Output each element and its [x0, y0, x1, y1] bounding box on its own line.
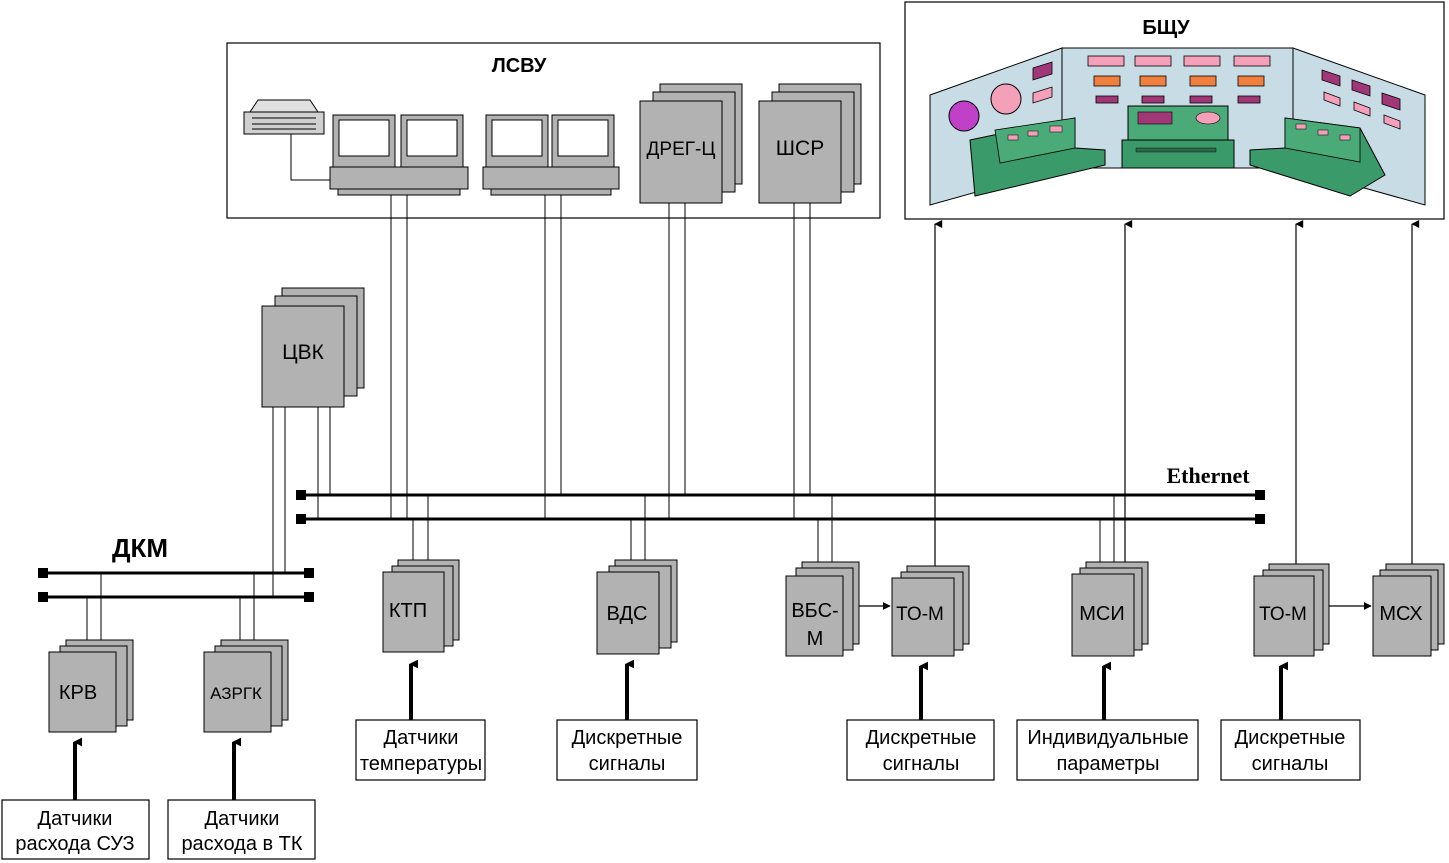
- source-ktp: Датчики температуры: [355, 719, 486, 781]
- bshu-group: БЩУ: [904, 1, 1445, 220]
- source-vds: Дискретные сигналы: [556, 719, 698, 781]
- source-tom-2: Дискретные сигналы: [1220, 719, 1361, 781]
- unit-shsr-label: ШСР: [776, 137, 824, 160]
- source-krv-line-2: расхода СУЗ: [15, 833, 134, 855]
- workstation-2-icon: [482, 114, 620, 196]
- arrows-to-bshu: [934, 220, 1420, 566]
- source-krv-line-1: Датчики: [38, 808, 113, 830]
- source-msi-line-2: параметры: [1056, 753, 1159, 775]
- source-tom-2-line-1: Дискретные: [1235, 727, 1346, 749]
- source-ktp-line-2: температуры: [360, 753, 482, 775]
- unit-tom-1-label: ТО-М: [896, 604, 944, 625]
- unit-vds: ВДС: [596, 559, 678, 655]
- source-azrgk-line-1: Датчики: [205, 808, 280, 830]
- control-room-illustration: [929, 47, 1426, 206]
- unit-vbs-m: ВБС- М: [785, 561, 860, 657]
- source-arrows: [73, 659, 1289, 800]
- unit-tom-1: ТО-М: [891, 565, 970, 657]
- unit-msh-label: МСХ: [1379, 603, 1422, 625]
- source-azrgk-line-2: расхода в ТК: [181, 833, 302, 855]
- source-tom-1-line-2: сигналы: [883, 753, 960, 775]
- source-vds-line-1: Дискретные: [572, 727, 683, 749]
- unit-cvk-label: ЦВК: [282, 341, 325, 364]
- source-tom-1-line-1: Дискретные: [866, 727, 977, 749]
- source-tom-1: Дискретные сигналы: [846, 719, 995, 781]
- source-krv: Датчики расхода СУЗ: [1, 799, 150, 860]
- printer-icon: [243, 99, 330, 181]
- unit-krv: КРВ: [48, 639, 134, 733]
- unit-krv-label: КРВ: [59, 682, 97, 704]
- unit-azrgk-label: АЗРГК: [210, 684, 262, 703]
- lsvu-title: ЛСВУ: [492, 55, 547, 77]
- unit-azrgk: АЗРГК: [203, 639, 289, 733]
- source-azrgk: Датчики расхода в ТК: [167, 799, 316, 860]
- unit-msh: МСХ: [1372, 563, 1445, 657]
- source-ktp-line-1: Датчики: [384, 727, 459, 749]
- ethernet-bus: Ethernet: [296, 463, 1265, 524]
- unit-vbs-label-1: ВБС-: [791, 600, 838, 622]
- unit-msi-label: МСИ: [1079, 603, 1124, 625]
- source-msi: Индивидуальные параметры: [1016, 719, 1199, 781]
- unit-vds-label: ВДС: [607, 603, 648, 625]
- unit-tom-2: ТО-М: [1253, 563, 1330, 657]
- unit-msi: МСИ: [1071, 561, 1149, 657]
- unit-dreg-label: ДРЕГ-Ц: [647, 139, 716, 160]
- dkm-label: ДКМ: [112, 533, 168, 563]
- unit-tom-2-label: ТО-М: [1259, 604, 1307, 625]
- unit-vbs-label-2: М: [807, 628, 824, 650]
- bshu-title: БЩУ: [1142, 17, 1190, 39]
- ethernet-label: Ethernet: [1166, 463, 1250, 488]
- unit-dreg: ДРЕГ-Ц: [639, 83, 743, 204]
- source-msi-line-1: Индивидуальные: [1027, 727, 1188, 749]
- lsvu-group: ЛСВУ: [226, 42, 881, 219]
- source-vds-line-2: сигналы: [589, 753, 666, 775]
- unit-ktp-label: КТП: [389, 600, 427, 622]
- unit-shsr: ШСР: [758, 83, 862, 204]
- unit-ktp: КТП: [382, 559, 460, 653]
- source-tom-2-line-2: сигналы: [1252, 753, 1329, 775]
- unit-cvk: ЦВК: [261, 287, 365, 408]
- workstation-1-icon: [329, 114, 469, 196]
